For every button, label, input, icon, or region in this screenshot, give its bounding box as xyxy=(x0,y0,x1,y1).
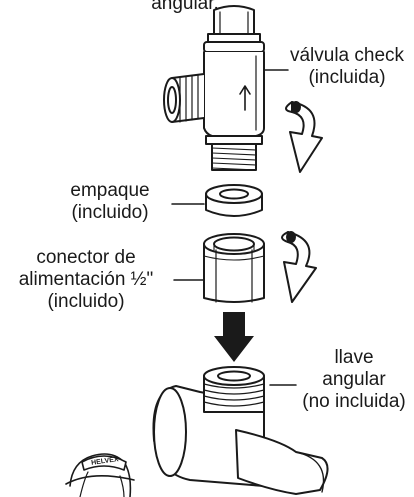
rotate-arrow-icon xyxy=(281,231,317,303)
washer-label-line2: (incluido) xyxy=(71,202,149,223)
check-valve-icon xyxy=(163,5,265,171)
rotate-arrow-icon xyxy=(285,101,323,173)
down-arrow-icon xyxy=(214,312,254,362)
connector-label-line3: (incluido) xyxy=(47,291,125,312)
angle-valve-label-line1: llave xyxy=(334,347,374,368)
connector-label-line2: alimentación ½" xyxy=(18,269,154,290)
mascot-cap-icon xyxy=(65,453,135,497)
angle-valve-label-line3: (no incluida) xyxy=(302,391,406,412)
check-valve-label-line2: (incluida) xyxy=(308,67,386,88)
connector-label: conector de alimentación ½" (incluido) xyxy=(0,247,172,313)
check-valve-label: válvula check (incluida) xyxy=(280,45,414,89)
connector-label-line1: conector de xyxy=(36,247,136,268)
washer-icon xyxy=(205,184,263,217)
washer-label: empaque (incluido) xyxy=(48,180,172,224)
top-partial-label: angular. xyxy=(151,0,219,14)
washer-label-line1: empaque xyxy=(70,180,150,201)
check-valve-label-line1: válvula check xyxy=(289,45,405,66)
angle-valve-label: llave angular (no incluida) xyxy=(294,347,414,413)
angle-valve-label-line2: angular xyxy=(322,369,386,390)
angle-valve-icon xyxy=(152,366,329,495)
connector-nut-icon xyxy=(203,233,265,303)
